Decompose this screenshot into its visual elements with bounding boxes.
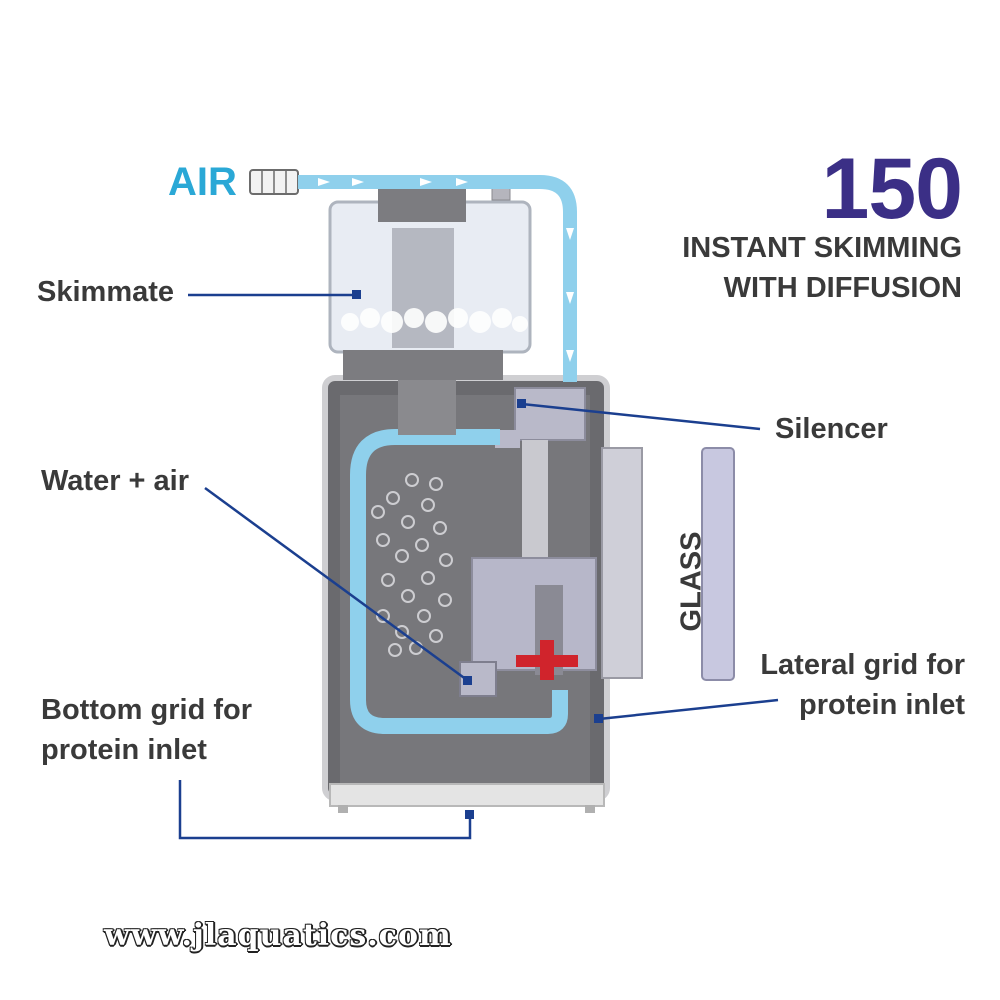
silencer-label: Silencer xyxy=(775,413,888,445)
air-bubbles xyxy=(371,473,453,657)
airflow-arrows xyxy=(318,178,574,362)
model-number: 150 xyxy=(821,141,963,237)
lateral-grid-label: Lateral grid for protein inlet xyxy=(760,645,965,725)
water-air-tube xyxy=(350,429,568,734)
air-tube xyxy=(298,175,577,382)
leader-lines xyxy=(178,293,779,840)
lateral-grid-line-2: protein inlet xyxy=(799,689,965,721)
watermark: www.jlaquatics.com xyxy=(104,918,452,953)
tagline-line-2: WITH DIFFUSION xyxy=(723,272,962,304)
air-connector xyxy=(249,169,299,195)
glass-label: GLASS xyxy=(675,531,708,632)
skimmate-label: Skimmate xyxy=(37,276,175,308)
bottom-grid-label: Bottom grid for protein inlet xyxy=(41,690,281,770)
skimmate-foam xyxy=(341,308,528,333)
pump-assembly xyxy=(459,440,597,697)
bottom-grid-line-2: protein inlet xyxy=(41,734,207,766)
leader-markers xyxy=(352,290,603,819)
tagline-line-1: INSTANT SKIMMING xyxy=(682,232,962,264)
silencer xyxy=(495,387,586,448)
tagline: INSTANT SKIMMING WITH DIFFUSION xyxy=(682,228,962,308)
air-label: AIR xyxy=(168,160,237,204)
bottom-grid-line-1: Bottom grid for xyxy=(41,694,253,726)
water-air-label: Water + air xyxy=(41,465,190,497)
lateral-grid-line-1: Lateral grid for xyxy=(760,649,965,681)
glass-panel xyxy=(601,447,735,681)
